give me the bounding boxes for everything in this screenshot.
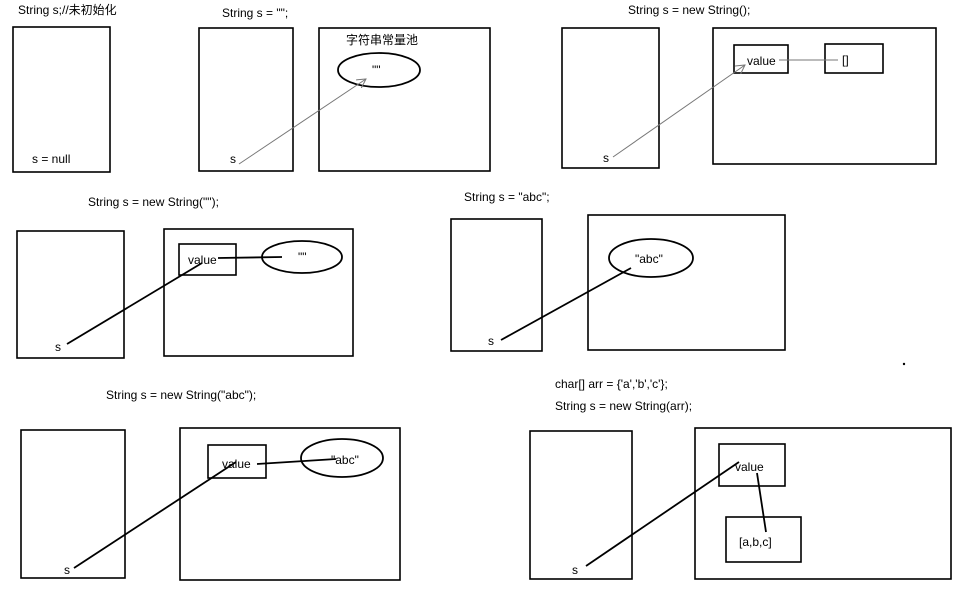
value-label: value [188,253,217,267]
panel-title-line1: char[] arr = {'a','b','c'}; [555,377,668,391]
panel-title: String s = new String("abc"); [106,388,256,402]
pool-label: 字符串常量池 [346,32,418,47]
heap-box [179,427,401,581]
panel-new-char-array: char[] arr = {'a','b','c'}; String s = n… [529,377,952,580]
panel-abc-literal: String s = "abc"; "abc" s [450,190,786,352]
panel-new-empty-arg: String s = new String(""); value "" s [16,195,354,359]
variable-label: s = null [32,152,70,166]
reference-line [585,461,740,567]
panel-empty-literal: String s = ""; 字符串常量池 "" s [198,6,491,172]
stack-box [561,27,660,169]
literal-ellipse [300,438,384,478]
stack-box [529,430,633,580]
stack-box [198,27,294,172]
constant-pool-box [318,27,491,172]
literal-ellipse [608,238,694,278]
literal-ellipse [337,52,421,88]
stack-box [16,230,125,359]
stack-box [450,218,543,352]
reference-arrow [612,65,745,158]
heap-box [694,427,952,580]
value-box [718,443,786,487]
literal-label: "" [372,63,381,77]
panel-title: String s = new String(""); [88,195,219,209]
variable-label: s [488,334,494,348]
value-literal-link [256,458,337,465]
array-label: [a,b,c] [739,535,772,549]
panel-uninitialized: String s;//未初始化 s = null [12,3,117,173]
panel-title: String s;//未初始化 [18,3,117,17]
panel-new-no-arg: String s = new String(); value [] s [561,3,937,169]
value-label: value [222,457,251,471]
value-box [733,44,789,74]
heap-box [163,228,354,357]
value-box [178,243,237,276]
panel-new-abc: String s = new String("abc"); value "abc… [20,388,401,581]
array-label: [] [842,53,849,67]
variable-label: s [230,152,236,166]
value-label: value [735,460,764,474]
variable-label: s [572,563,578,577]
reference-line [500,267,632,341]
reference-arrow [238,79,366,165]
variable-label: s [603,151,609,165]
heap-box [712,27,937,165]
value-array-link [756,472,767,533]
variable-label: s [64,563,70,577]
stack-box [12,26,111,173]
variable-label: s [55,340,61,354]
panel-title: String s = ""; [222,6,288,20]
literal-label: "" [298,250,307,264]
reference-line [73,461,237,569]
stack-box [20,429,126,579]
stray-dot [902,362,906,366]
literal-label: "abc" [635,252,663,266]
literal-label: "abc" [331,453,359,467]
value-box [207,444,267,479]
array-box [824,43,884,74]
value-literal-link [217,256,283,259]
panel-title-line2: String s = new String(arr); [555,399,692,413]
panel-title: String s = "abc"; [464,190,550,204]
value-label: value [747,54,776,68]
pool-box [587,214,786,351]
reference-line [66,262,203,345]
panel-title: String s = new String(); [628,3,750,17]
